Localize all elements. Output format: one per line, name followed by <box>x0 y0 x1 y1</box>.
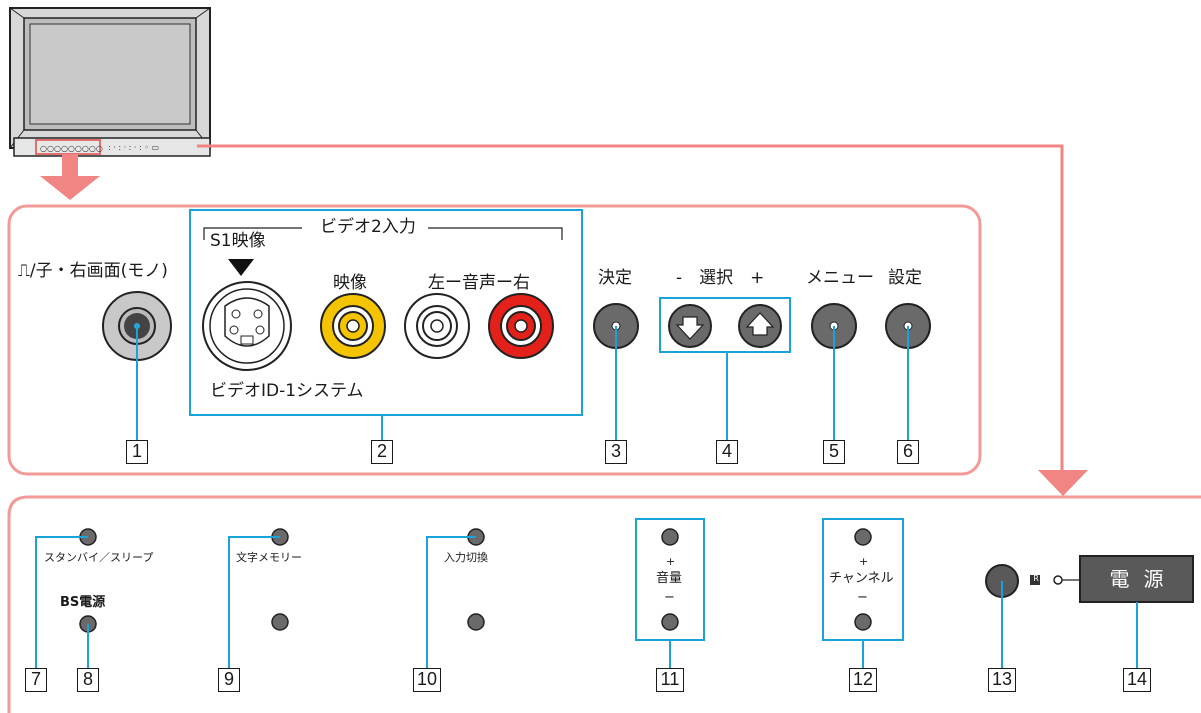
svg-text:: · : · : · : ◦ ▭: : · : · : · : ◦ ▭ <box>108 143 159 152</box>
ir-label: R <box>1033 574 1039 583</box>
volume-up-button <box>661 528 679 546</box>
standby-label: スタンバイ／スリープ <box>44 551 154 564</box>
video-jack-yellow <box>320 293 386 359</box>
text-memory-label: 文字メモリー <box>236 551 302 564</box>
select-label: - 選択 + <box>676 268 765 288</box>
callout-2: 2 <box>371 440 393 464</box>
tv-illustration: ○○○○○○○○○ : · : · : · : ◦ ▭ <box>9 7 211 157</box>
callout-4: 4 <box>716 440 738 464</box>
menu-label: メニュー <box>806 268 874 288</box>
s1-video-label: S1映像 <box>210 231 266 251</box>
volume-label: 音量 <box>656 571 683 586</box>
callout-7: 7 <box>25 668 47 692</box>
volume-down-button <box>661 613 679 631</box>
volume-plus-label: + <box>666 555 676 568</box>
enter-label: 決定 <box>598 268 632 288</box>
power-button <box>1079 555 1194 603</box>
audio-jack-right-red <box>488 293 554 359</box>
channel-down-button <box>854 613 872 631</box>
channel-plus-label: + <box>859 555 869 568</box>
s-video-jack <box>202 281 292 371</box>
volume-minus-label: − <box>664 590 675 605</box>
power-label: 電源 <box>1109 567 1178 591</box>
callout-6: 6 <box>897 440 919 464</box>
video2-group-box <box>189 209 583 416</box>
input-switch-button-lower <box>467 613 485 631</box>
power-indicator-led <box>1053 575 1063 585</box>
callout-9: 9 <box>218 668 240 692</box>
callout-3: 3 <box>605 440 627 464</box>
headphone-icon: ⎍ <box>18 261 30 281</box>
front-panel-outline <box>7 204 982 476</box>
text-memory-button-lower <box>271 613 289 631</box>
channel-up-button <box>854 528 872 546</box>
channel-label: チャンネル <box>829 571 894 586</box>
input-switch-label: 入力切換 <box>444 551 488 564</box>
callout-12: 12 <box>849 668 877 692</box>
callout-1: 1 <box>126 440 148 464</box>
video-id-label: ビデオID-1システム <box>210 381 364 401</box>
video-label: 映像 <box>333 273 367 293</box>
setup-label: 設定 <box>888 268 922 288</box>
callout-13: 13 <box>988 668 1016 692</box>
select-down-button <box>668 304 712 348</box>
s1-pointer-icon <box>228 259 254 276</box>
bs-power-label: BS電源 <box>60 595 106 610</box>
svg-text:○○○○○○○○○: ○○○○○○○○○ <box>40 144 103 153</box>
arrow-to-bottom-panel <box>1038 470 1088 496</box>
arrow-to-front-panel <box>40 154 100 200</box>
video2-bracket <box>203 227 302 240</box>
callout-8: 8 <box>77 668 99 692</box>
audio-lr-label: 左ー音声ー右 <box>428 273 530 293</box>
select-group-box <box>659 297 791 353</box>
video2-input-title: ビデオ2入力 <box>320 217 416 237</box>
callout-5: 5 <box>823 440 845 464</box>
callout-10: 10 <box>413 668 441 692</box>
callout-14: 14 <box>1123 668 1151 692</box>
channel-minus-label: − <box>857 590 868 605</box>
headphone-jack-label: ⎍/子・右画面(モノ) <box>18 261 168 281</box>
audio-jack-left-white <box>404 293 470 359</box>
select-up-button <box>738 304 782 348</box>
callout-11: 11 <box>656 668 684 692</box>
connector-line <box>197 144 1064 476</box>
bottom-panel-outline <box>7 495 1201 713</box>
ir-icon <box>1030 575 1040 585</box>
